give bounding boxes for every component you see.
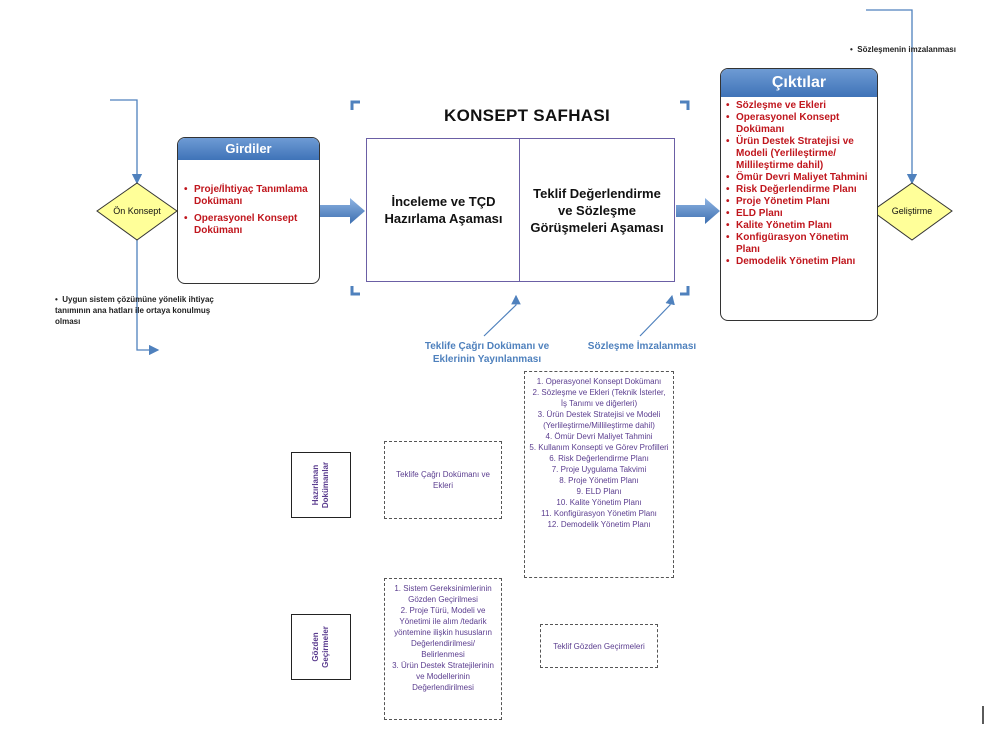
output-item: Kalite Yönetim Planı xyxy=(724,220,874,232)
milestone-tcd-publication: Teklife Çağrı Dokümanı ve Eklerinin Yayı… xyxy=(424,341,550,365)
contract-doc-item: 3. Ürün Destek Stratejisi ve Modeli (Yer… xyxy=(537,410,661,430)
review-item: 1. Sistem Gereksinimlerinin Gözden Geçir… xyxy=(394,584,492,604)
review-item: 3. Ürün Destek Stratejilerinin ve Modell… xyxy=(392,661,494,692)
bracket-bottom-left xyxy=(350,286,360,296)
inputs-title: Girdiler xyxy=(178,138,319,160)
input-item: Proje/İhtiyaç Tanımlama Dokümanı xyxy=(182,184,313,208)
arrow-inputs-to-stage xyxy=(320,198,365,224)
contract-doc-item: 6. Risk Değerlendirme Planı xyxy=(549,454,649,463)
stage-teklif: Teklif Değerlendirme ve Sözleşme Görüşme… xyxy=(519,138,675,282)
stage-teklif-label: Teklif Değerlendirme ve Sözleşme Görüşme… xyxy=(530,185,664,235)
review-box-offer-text: Teklif Gözden Geçirmeleri xyxy=(553,641,645,651)
milestone2-pointer xyxy=(639,294,675,337)
output-item: Demodelik Yönetim Planı xyxy=(724,256,874,268)
outputs-list: Sözleşme ve EkleriOperasyonel Konsept Do… xyxy=(721,97,877,268)
contract-doc-item: 5. Kullanım Konsepti ve Görev Profilleri xyxy=(529,443,669,452)
doc-box-contract: 1. Operasyonel Konsept Dokümanı 2. Sözleş… xyxy=(524,371,674,578)
outputs-panel: Çıktılar Sözleşme ve EkleriOperasyonel K… xyxy=(720,68,878,321)
output-item: ELD Planı xyxy=(724,208,874,220)
output-item: Sözleşme ve Ekleri xyxy=(724,100,874,112)
output-item: Risk Değerlendirme Planı xyxy=(724,184,874,196)
contract-doc-item: İş Tanımı ve diğerleri) xyxy=(560,399,638,408)
docs-section-text: Hazırlanan Dokümanlar xyxy=(311,461,330,509)
right-condition-note: • Sözleşmenin imzalanması xyxy=(850,44,990,55)
left-condition-text: Uygun sistem çözümüne yönelik ihtiyaç ta… xyxy=(55,295,214,326)
stage-inceleme-label: İnceleme ve TÇD Hazırlama Aşaması xyxy=(384,194,503,226)
contract-doc-item: 11. Konfigürasyon Yönetim Planı xyxy=(541,509,657,518)
reviews-section-label: Gözden Geçirmeler xyxy=(291,614,351,680)
right-inflow-line xyxy=(866,9,918,185)
output-item: Konfigürasyon Yönetim Planı xyxy=(724,232,874,256)
output-item: Ürün Destek Stratejisi ve Modeli (Yerlil… xyxy=(724,136,874,172)
contract-doc-item: 12. Demodelik Yönetim Planı xyxy=(547,520,651,529)
note-bullet: • xyxy=(850,45,858,54)
doc-box-tcd-text: Teklife Çağrı Dokümanı ve Ekleri xyxy=(396,470,490,490)
doc-box-tcd: Teklife Çağrı Dokümanı ve Ekleri xyxy=(384,441,502,519)
bracket-top-right xyxy=(680,100,690,110)
review-item: 2. Proje Türü, Modeli ve Yönetimi ile al… xyxy=(394,606,492,659)
milestone1-pointer xyxy=(483,294,521,337)
right-condition-text: Sözleşmenin imzalanması xyxy=(857,45,956,54)
contract-doc-item: 7. Proje Uygulama Takvimi xyxy=(551,465,647,474)
arrow-stage-to-outputs xyxy=(676,198,720,224)
left-condition-note: • Uygun sistem çözümüne yönelik ihtiyaç … xyxy=(55,294,225,327)
left-outflow-line xyxy=(136,240,160,356)
right-diamond-label: Geliştirme xyxy=(891,206,933,216)
review-box-offer: Teklif Gözden Geçirmeleri xyxy=(540,624,658,668)
output-item: Operasyonel Konsept Dokümanı xyxy=(724,112,874,136)
contract-doc-item: 1. Operasyonel Konsept Dokümanı xyxy=(536,377,662,386)
bracket-bottom-right xyxy=(680,286,690,296)
inputs-panel: Girdiler Proje/İhtiyaç Tanımlama Doküman… xyxy=(177,137,320,284)
contract-doc-item: 8. Proje Yönetim Planı xyxy=(559,476,639,485)
outputs-title: Çıktılar xyxy=(721,69,877,97)
main-title: KONSEPT SAFHASI xyxy=(444,106,611,125)
contract-doc-item: 4. Ömür Devri Maliyet Tahmini xyxy=(545,432,653,441)
milestone-contract-signing: Sözleşme İmzalanması xyxy=(587,341,697,352)
input-item: Operasyonel Konsept Dokümanı xyxy=(182,213,313,237)
docs-section-label: Hazırlanan Dokümanlar xyxy=(291,452,351,518)
output-item: Proje Yönetim Planı xyxy=(724,196,874,208)
left-diamond-label: Ön Konsept xyxy=(113,206,161,216)
bracket-top-left xyxy=(350,100,360,110)
reviews-section-text: Gözden Geçirmeler xyxy=(311,626,330,668)
contract-doc-item: 10. Kalite Yönetim Planı xyxy=(556,498,642,507)
output-item: Ömür Devri Maliyet Tahmini xyxy=(724,172,874,184)
contract-doc-item: 9. ELD Planı xyxy=(576,487,622,496)
note-bullet: • xyxy=(55,295,63,304)
inputs-list: Proje/İhtiyaç Tanımlama DokümanıOperasyo… xyxy=(178,160,319,237)
left-inflow-line xyxy=(110,99,143,185)
left-diamond-shape xyxy=(96,182,178,241)
contract-doc-item: 2. Sözleşme ve Ekleri (Teknik İsterler, xyxy=(532,388,666,397)
stage-inceleme: İnceleme ve TÇD Hazırlama Aşaması xyxy=(366,138,521,282)
review-box-system: 1. Sistem Gereksinimlerinin Gözden Geçir… xyxy=(384,578,502,720)
right-diamond-shape xyxy=(871,182,953,241)
